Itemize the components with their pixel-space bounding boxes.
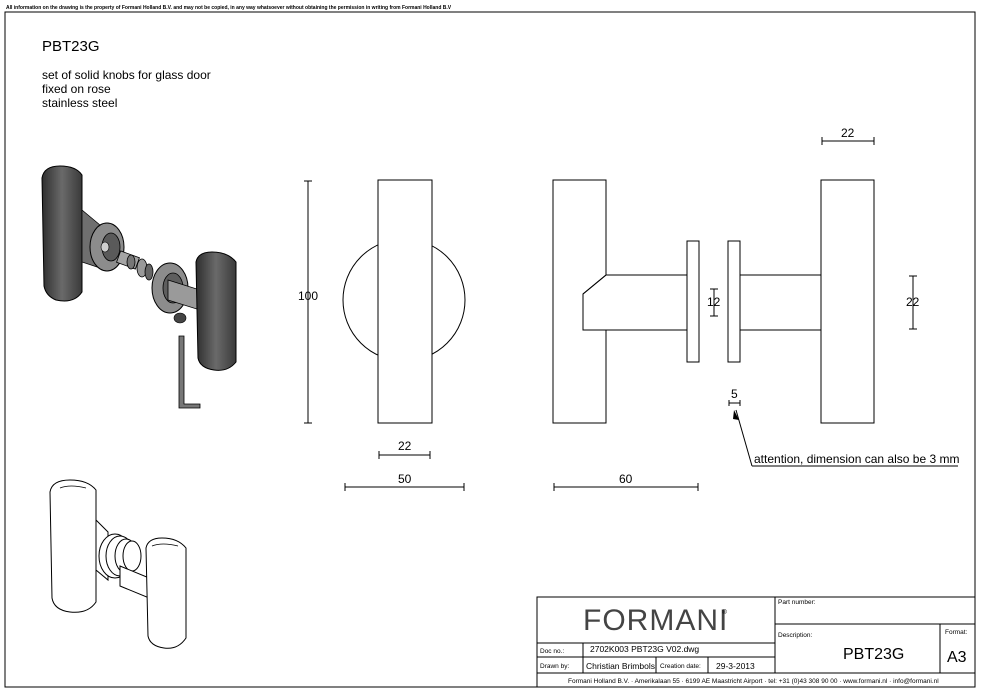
drawing-frame	[4, 11, 976, 688]
description-value: PBT23G	[843, 646, 904, 663]
logo-registered-mark: ®	[722, 608, 727, 616]
part-number-label: Part number:	[778, 599, 816, 606]
format-label: Format:	[945, 629, 968, 636]
description-label: Description:	[778, 632, 813, 639]
side-view	[552, 179, 875, 424]
creation-date-label: Creation date:	[660, 663, 701, 670]
doc-no-label: Doc no.:	[540, 648, 564, 655]
dimension-label-22-top: 22	[841, 126, 855, 140]
doc-no-value: 2702K003 PBT23G V02.dwg	[590, 644, 699, 654]
dimension-label-50: 50	[398, 472, 412, 486]
description-line-2: fixed on rose	[42, 82, 111, 96]
dimension-label-22-front: 22	[398, 439, 412, 453]
drawn-by-value: Christian Brimbols	[586, 661, 655, 671]
creation-date-value: 29-3-2013	[716, 661, 755, 671]
product-title: PBT23G	[42, 38, 100, 55]
drawn-by-label: Drawn by:	[540, 663, 569, 670]
dimension-label-60: 60	[619, 472, 633, 486]
front-view	[342, 179, 466, 424]
format-value: A3	[947, 649, 967, 666]
side-view-dimensions: 12 22 22 60 5 attention, dimension can a…	[553, 126, 959, 491]
description-line-3: stainless steel	[42, 96, 117, 110]
disclaimer-text: All information on the drawing is the pr…	[6, 5, 452, 11]
dimension-label-100: 100	[298, 289, 318, 303]
description-line-1: set of solid knobs for glass door	[42, 68, 211, 82]
dimension-label-5: 5	[731, 387, 738, 401]
attention-note: attention, dimension can also be 3 mm	[754, 452, 959, 466]
front-view-dimensions: 100 22 50	[298, 180, 465, 491]
exploded-3d-view	[41, 165, 237, 409]
dimension-label-12: 12	[707, 295, 721, 309]
company-footer: Formani Holland B.V. · Amerikalaan 55 · …	[568, 678, 939, 685]
dimension-label-22-side: 22	[906, 295, 920, 309]
title-block: FORMANI ® Part number: Description: PBT2…	[536, 596, 976, 688]
formani-logo: FORMANI	[583, 604, 728, 637]
assembled-3d-view	[49, 479, 187, 649]
